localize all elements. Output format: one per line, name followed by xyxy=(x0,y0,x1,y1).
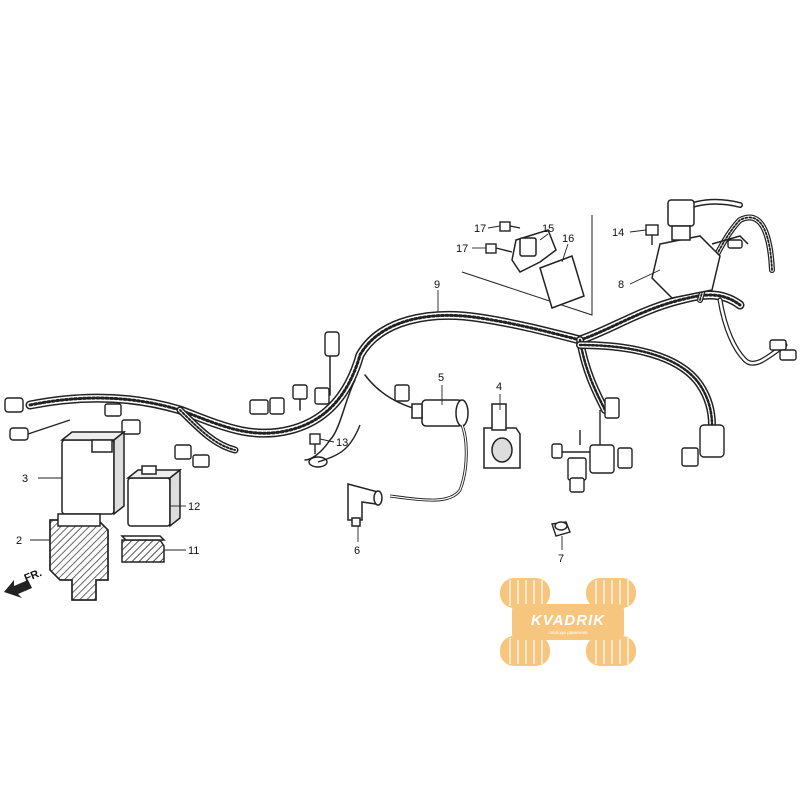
far-right-connectors xyxy=(727,239,797,361)
watermark-tires xyxy=(500,578,636,666)
part-15-bracket xyxy=(511,229,557,273)
front-marker-label: FR. xyxy=(23,567,44,585)
part-7-clip xyxy=(551,521,571,537)
callout-numbers: 3 2 12 11 13 5 4 6 7 8 9 14 15 16 17 17 xyxy=(16,223,624,565)
callout-8: 8 xyxy=(618,279,624,291)
callout-7: 7 xyxy=(558,553,564,565)
callout-9: 9 xyxy=(434,279,440,291)
callout-17-lower: 17 xyxy=(456,243,468,255)
part-12-relay xyxy=(125,465,183,528)
watermark-brand: KVADRIK xyxy=(531,612,605,629)
callout-13: 13 xyxy=(336,437,348,449)
part-4-clamp xyxy=(483,403,521,469)
callout-leader-lines xyxy=(30,225,661,551)
part-14-bolt xyxy=(645,224,659,245)
kvadrik-watermark-logo: KVADRIK свобода движения xyxy=(500,578,636,666)
callout-17-upper: 17 xyxy=(474,223,486,235)
callout-12: 12 xyxy=(188,501,200,513)
callout-11: 11 xyxy=(188,545,199,557)
part-16-plate xyxy=(539,255,585,309)
watermark-body xyxy=(512,604,624,640)
part-8-regulator xyxy=(651,199,749,299)
part-11-cover xyxy=(120,535,166,563)
part-3-control-module xyxy=(59,430,127,516)
callout-16: 16 xyxy=(562,233,574,245)
left-harness-connectors xyxy=(4,331,410,468)
part-13-ground-bolt xyxy=(308,424,361,468)
callout-5: 5 xyxy=(438,372,444,384)
callout-4: 4 xyxy=(496,381,502,393)
inset-frame xyxy=(461,215,593,316)
part-6-spark-plug-cap xyxy=(347,483,383,527)
callout-15: 15 xyxy=(542,223,554,235)
main-wire-harness xyxy=(25,198,788,461)
part-17-screws xyxy=(485,221,521,254)
callout-3: 3 xyxy=(22,473,28,485)
callout-6: 6 xyxy=(354,545,360,557)
part-5-ignition-coil xyxy=(389,399,469,502)
callout-14: 14 xyxy=(612,227,624,239)
callout-2: 2 xyxy=(16,535,22,547)
front-direction-arrow: FR. xyxy=(4,567,44,598)
right-lower-connectors xyxy=(551,397,725,493)
part-2-rubber-boot xyxy=(49,513,109,601)
watermark-tagline: свобода движения xyxy=(549,630,588,635)
